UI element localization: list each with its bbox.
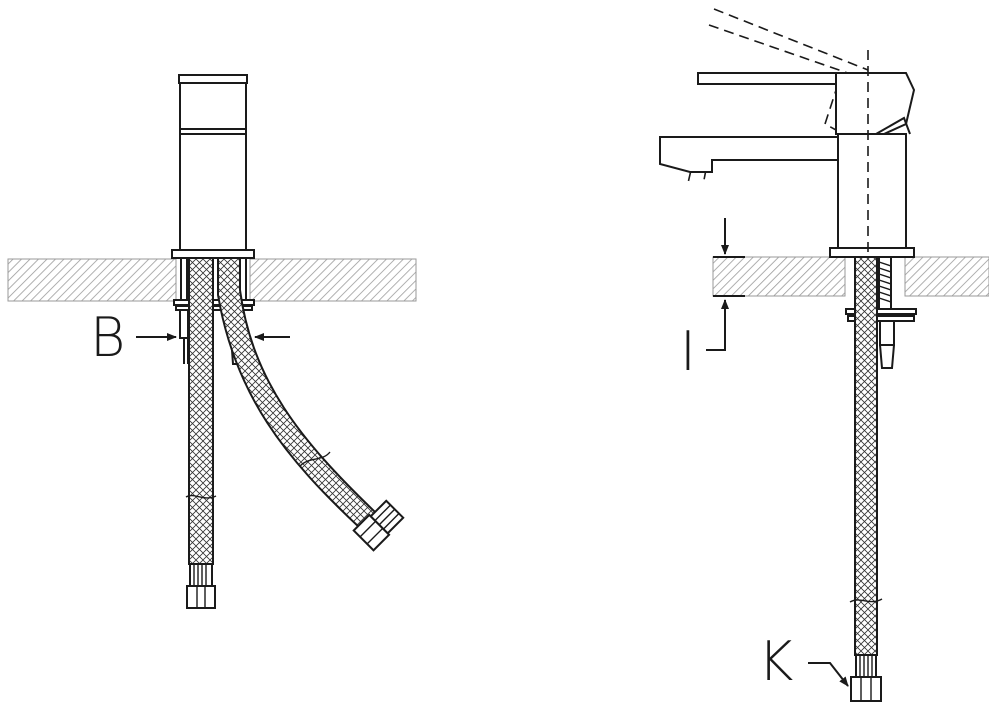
hose-side — [849, 256, 883, 702]
dimension-k: K — [758, 630, 849, 693]
curved-hose-front — [217, 257, 405, 552]
front-view: B — [7, 74, 417, 609]
label-i: I — [680, 320, 696, 383]
countertop-left-b — [249, 258, 417, 302]
threaded-rod-side — [845, 256, 917, 369]
side-view: I K — [659, 8, 989, 702]
dimension-i: I — [680, 218, 745, 383]
faucet-body-side — [659, 50, 916, 258]
label-b: B — [90, 306, 125, 369]
faucet-body-front — [171, 74, 255, 259]
countertop-right-a — [712, 256, 846, 297]
countertop-left-a — [7, 258, 177, 302]
dimension-b: B — [90, 306, 290, 369]
label-k: K — [758, 630, 793, 693]
countertop-right-b — [904, 256, 989, 297]
straight-hose-front — [185, 257, 217, 609]
